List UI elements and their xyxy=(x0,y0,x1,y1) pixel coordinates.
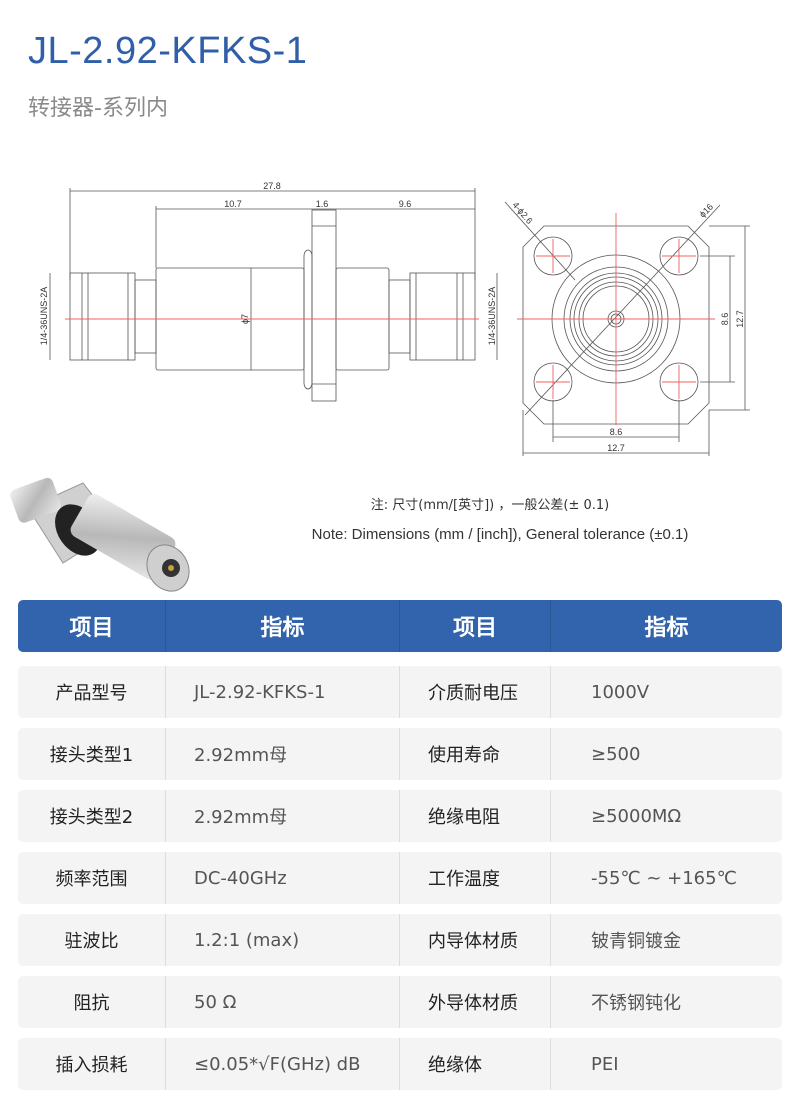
header-cell: 项目 xyxy=(18,600,166,652)
spec-value: -55℃ ~ +165℃ xyxy=(591,867,737,889)
spec-value: ≥5000MΩ xyxy=(591,805,682,827)
spec-value: ≤0.05*√F(GHz) dB xyxy=(166,1038,400,1090)
dim-v-spacing: 8.6 xyxy=(720,313,730,326)
side-view xyxy=(49,188,498,402)
header-cell: 指标 xyxy=(166,600,400,652)
table-header: 项目 指标 项目 指标 xyxy=(18,600,782,652)
header-cell: 指标 xyxy=(644,616,689,641)
spec-label: 内导体材质 xyxy=(400,914,551,966)
technical-drawing: 27.8 10.7 1.6 9.6 ϕ7 1/4-36UNS-2A 1/4-36… xyxy=(39,181,750,456)
spec-value: JL-2.92-KFKS-1 xyxy=(166,666,400,718)
spec-label: 绝缘体 xyxy=(400,1038,551,1090)
dim-thread-right: 1/4-36UNS-2A xyxy=(487,287,497,346)
page-subtitle: 转接器-系列内 xyxy=(28,96,168,121)
dim-flange: 1.6 xyxy=(316,199,329,209)
note-chinese: 注: 尺寸(mm/[英寸]) ，一般公差(± 0.1) xyxy=(370,498,610,513)
spec-label: 使用寿命 xyxy=(400,728,551,780)
spec-label: 介质耐电压 xyxy=(400,666,551,718)
spec-label: 外导体材质 xyxy=(400,976,551,1028)
dim-h-width: 12.7 xyxy=(607,443,625,453)
dim-h-spacing: 8.6 xyxy=(610,427,623,437)
header-cell: 项目 xyxy=(400,600,551,652)
spec-label: 产品型号 xyxy=(18,666,166,718)
spec-value: 铍青铜镀金 xyxy=(591,931,681,952)
dim-thread-left: 1/4-36UNS-2A xyxy=(39,287,49,346)
dim-left-body: 10.7 xyxy=(224,199,242,209)
spec-value: 50 Ω xyxy=(166,976,400,1028)
spec-value: 1000V xyxy=(591,681,650,703)
spec-label: 驻波比 xyxy=(18,914,166,966)
spec-label: 工作温度 xyxy=(400,852,551,904)
spec-label: 接头类型1 xyxy=(18,728,166,780)
dim-diameter: ϕ7 xyxy=(240,314,250,324)
dim-circle: ϕ16 xyxy=(697,202,715,220)
spec-label: 接头类型2 xyxy=(18,790,166,842)
product-photo xyxy=(10,477,190,592)
page-title: JL-2.92-KFKS-1 xyxy=(28,30,308,72)
dim-right-body: 9.6 xyxy=(399,199,412,209)
front-view xyxy=(504,201,750,456)
spec-value: 1.2:1 (max) xyxy=(166,914,400,966)
dim-v-width: 12.7 xyxy=(735,310,745,328)
spec-value: PEI xyxy=(591,1053,619,1075)
spec-value: 2.92mm母 xyxy=(166,790,400,842)
spec-label: 阻抗 xyxy=(18,976,166,1028)
spec-label: 绝缘电阻 xyxy=(400,790,551,842)
spec-value: DC-40GHz xyxy=(166,852,400,904)
spec-value: 不锈钢钝化 xyxy=(591,993,681,1014)
spec-label: 插入损耗 xyxy=(18,1038,166,1090)
spec-value: ≥500 xyxy=(591,743,641,765)
note-english: Note: Dimensions (mm / [inch]), General … xyxy=(311,526,689,543)
dim-overall: 27.8 xyxy=(263,181,281,191)
spec-value: 2.92mm母 xyxy=(166,728,400,780)
spec-label: 频率范围 xyxy=(18,852,166,904)
